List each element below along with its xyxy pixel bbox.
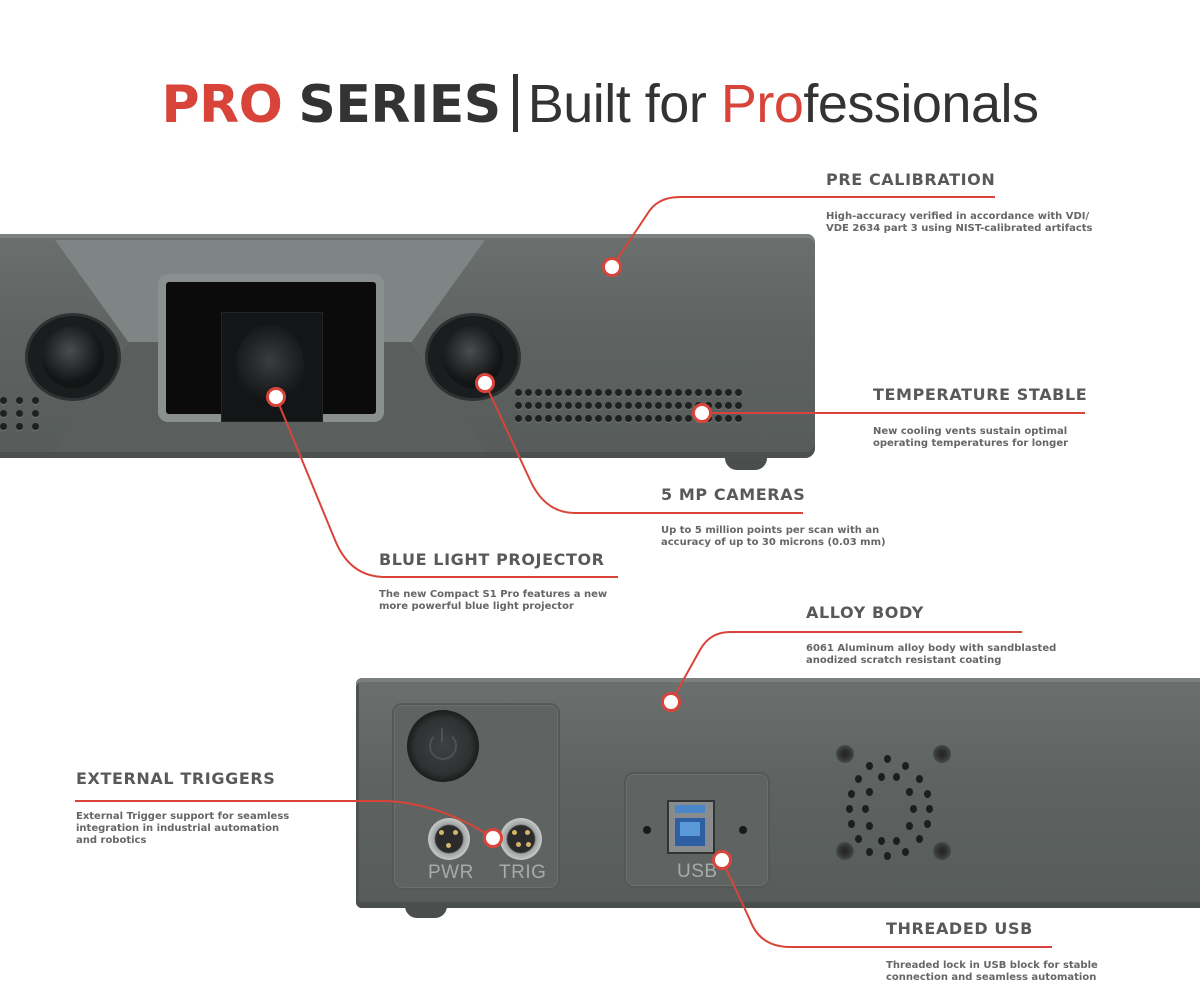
feature-temperature-stable: TEMPERATURE STABLE New cooling vents sus… (873, 385, 1087, 450)
feature-description: Up to 5 million points per scan with an … (661, 525, 886, 548)
callout-dot-pre-calibration[interactable] (602, 257, 622, 277)
trig-connector-icon (500, 818, 542, 860)
callout-dot-threaded-usb[interactable] (712, 850, 732, 870)
back-foot (405, 906, 447, 918)
page-title: PRO SERIES Built for Professionals (0, 72, 1200, 137)
callout-dot-temperature-stable[interactable] (692, 403, 712, 423)
callout-dot-alloy-body[interactable] (661, 692, 681, 712)
usb-label: USB (677, 861, 718, 882)
pwr-connector-icon (428, 818, 470, 860)
feature-title: BLUE LIGHT PROJECTOR (379, 550, 605, 569)
title-built-for: Built for (527, 74, 721, 134)
title-pro-accent: Pro (720, 74, 804, 134)
feature-title: EXTERNAL TRIGGERS (76, 769, 276, 788)
title-pro: PRO (161, 75, 283, 135)
pwr-label: PWR (428, 862, 474, 883)
feature-title: TEMPERATURE STABLE (873, 385, 1088, 404)
callout-dot-blue-light-projector[interactable] (266, 387, 286, 407)
feature-alloy-body: ALLOY BODY 6061 Aluminum alloy body with… (806, 603, 1056, 667)
feature-description: High-accuracy verified in accordance wit… (826, 211, 1093, 234)
feature-pre-calibration: PRE CALIBRATION High-accuracy verified i… (826, 170, 1092, 235)
title-series: SERIES (298, 75, 501, 135)
left-camera-lens-icon (42, 326, 104, 388)
feature-description: External Trigger support for seamless in… (76, 811, 290, 846)
feature-description: Threaded lock in USB block for stable co… (886, 960, 1098, 983)
callout-dot-external-triggers[interactable] (483, 828, 503, 848)
feature-description: New cooling vents sustain optimal operat… (873, 426, 1069, 449)
feature-external-triggers: EXTERNAL TRIGGERS External Trigger suppo… (76, 769, 289, 847)
feature-title: 5 MP CAMERAS (661, 485, 806, 504)
callout-dot-5mp-cameras[interactable] (475, 373, 495, 393)
feature-threaded-usb: THREADED USB Threaded lock in USB block … (886, 919, 1098, 984)
feature-title: THREADED USB (886, 919, 1033, 938)
power-button-icon (407, 710, 479, 782)
front-foot (725, 458, 767, 470)
title-fessionals: fessionals (803, 74, 1039, 134)
usb-screw-hole-left (643, 826, 651, 834)
feature-blue-light-projector: BLUE LIGHT PROJECTOR The new Compact S1 … (379, 550, 607, 613)
feature-description: The new Compact S1 Pro features a new mo… (379, 589, 608, 612)
feature-title: PRE CALIBRATION (826, 170, 996, 189)
trig-label: TRIG (499, 862, 547, 883)
feature-title: ALLOY BODY (806, 603, 924, 622)
feature-description: 6061 Aluminum alloy body with sandblaste… (806, 643, 1057, 666)
usb-b-port-icon (667, 800, 715, 854)
title-divider (512, 74, 518, 132)
scanner-front-image (0, 234, 815, 458)
left-vents-icon (0, 397, 39, 430)
feature-5mp-cameras: 5 MP CAMERAS Up to 5 million points per … (661, 485, 886, 549)
usb-screw-hole-right (739, 826, 747, 834)
